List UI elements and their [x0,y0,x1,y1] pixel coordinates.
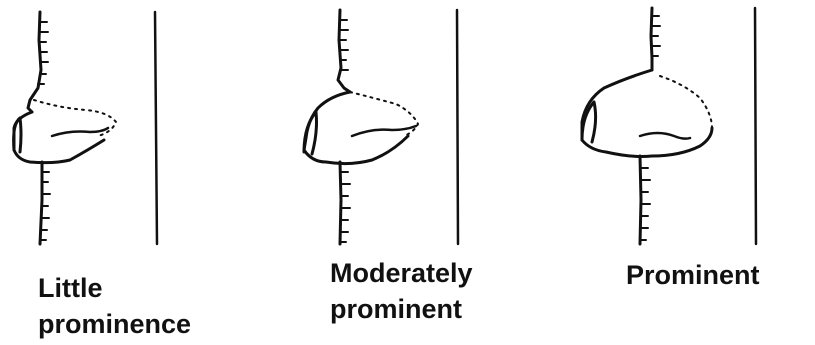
lip-mark [582,102,596,142]
caption-moderately-prominent: Moderately prominent [330,255,473,327]
caption-line: prominent [330,291,473,327]
lip-mark [14,118,21,152]
caption-line: prominence [38,306,191,342]
chin-outline [14,112,104,163]
reference-line [457,10,458,244]
measurement-ticks-lower [40,172,50,240]
profile-sketch-prominent [582,8,756,244]
lower-outline [40,162,42,244]
chin-outline [582,70,712,157]
reference-line [755,8,756,244]
neck-outline [651,8,652,70]
lower-outline [640,156,641,244]
caption-little-prominence: Little prominence [38,270,191,342]
jaw-dotted-contour [660,76,712,128]
mouth-line [52,128,108,136]
profile-sketch-moderately-prominent [304,10,458,244]
caption-line: Little [38,270,191,306]
caption-prominent: Prominent [626,257,760,293]
mouth-line [640,133,690,139]
caption-line: Prominent [626,257,760,293]
measurement-ticks-upper [652,16,660,56]
profile-sketch-little-prominence [14,12,157,244]
reference-line [155,12,157,244]
caption-line: Moderately [330,255,473,291]
